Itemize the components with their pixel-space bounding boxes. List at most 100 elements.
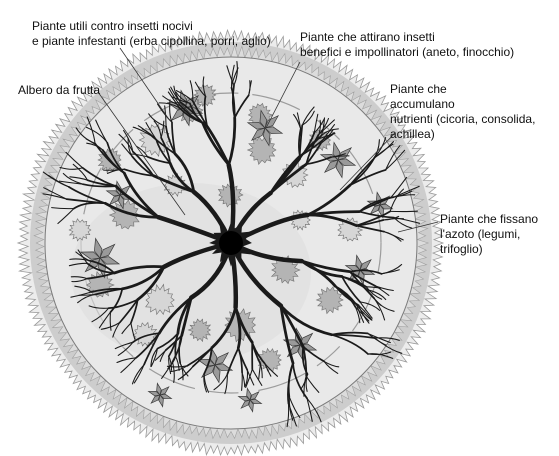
tree-branch <box>230 86 236 119</box>
tree-branch <box>305 156 332 166</box>
tree-branch <box>383 231 402 242</box>
tree-branch <box>75 127 96 144</box>
tree-branch <box>234 305 242 350</box>
tree-branch <box>306 397 322 423</box>
label-nutrient-accumulators: Piante che accumulano nutrienti (cicoria… <box>390 82 535 142</box>
tree-branch <box>203 346 213 375</box>
tree-branch <box>189 102 209 128</box>
label-attractor-plants: Piante che attirano insetti benefici e i… <box>300 30 514 60</box>
label-nitrogen-fixers-line-2: l'azoto (legumi, <box>440 227 521 241</box>
tree-branch <box>356 304 373 321</box>
tree-branch <box>148 113 167 128</box>
tree-branch <box>86 179 117 187</box>
tree-branch <box>349 158 374 186</box>
tree-branch <box>131 364 145 385</box>
tree-branch <box>169 99 173 123</box>
tree-branch <box>259 363 263 379</box>
tree-branch <box>94 288 124 296</box>
tree-branch <box>112 265 166 275</box>
tree-branch <box>213 373 228 391</box>
tree-branch <box>65 198 107 205</box>
tree-branch <box>301 110 315 126</box>
tree-branch <box>241 371 246 388</box>
tree-branch <box>155 138 171 164</box>
tree-branch <box>103 168 125 171</box>
tree-branch <box>72 163 89 181</box>
tree-branch <box>160 120 165 139</box>
tree-branch <box>67 186 107 205</box>
tree-branch <box>287 362 294 405</box>
tree-branch <box>158 102 180 109</box>
tree-branch <box>306 397 313 422</box>
label-nutrient-accumulators-line-3: nutrienti (cicoria, consolida, <box>390 112 536 126</box>
tree-branch <box>153 120 162 139</box>
tree-branch <box>118 298 139 324</box>
tree-branch <box>334 285 357 308</box>
tree-branch <box>355 219 385 227</box>
tree-branch <box>288 396 301 419</box>
label-repellent-plants: Piante utili contro insetti nocivi e pia… <box>32 19 271 49</box>
tree-branch <box>135 145 149 158</box>
tree-branch <box>159 349 167 363</box>
tree-branch <box>227 116 237 167</box>
tree-branch <box>202 76 207 97</box>
tree-branch <box>65 151 84 169</box>
tree-branch <box>175 91 191 104</box>
tree-branch <box>173 85 181 103</box>
tree-branch <box>237 347 249 371</box>
tree-branch <box>168 355 172 375</box>
tree-branch <box>180 296 193 337</box>
tree-branch <box>316 119 321 140</box>
tree-branch <box>288 396 294 421</box>
tree-branch <box>385 149 406 171</box>
tree-branch <box>69 258 90 262</box>
tree-branch <box>131 155 155 177</box>
label-nitrogen-fixers-line-3: trifoglio) <box>440 242 483 256</box>
tree-branch <box>300 259 337 288</box>
tree-branch <box>279 304 295 365</box>
tree-branch <box>59 166 84 170</box>
tree-branch <box>248 80 252 96</box>
tree-branch <box>292 362 308 400</box>
tree-branch <box>86 262 116 274</box>
tree-branch <box>112 321 121 338</box>
tree-branch <box>123 168 155 177</box>
tree-branch <box>109 311 112 331</box>
tree-branch <box>224 373 228 395</box>
label-nutrient-accumulators-line-2: accumulano <box>390 97 455 111</box>
fuzzy-plant <box>256 347 282 373</box>
tree-branch <box>367 351 392 356</box>
tree-branch <box>367 332 387 346</box>
leader-line <box>119 47 169 119</box>
tree-branch <box>385 145 401 171</box>
tree-branch <box>354 306 370 322</box>
tree-branch <box>226 347 240 375</box>
tree-branch <box>192 346 213 368</box>
tree-branch <box>389 188 405 212</box>
tree-branch <box>359 301 373 319</box>
fuzzy-plant <box>187 318 212 343</box>
tree-branch <box>393 217 413 229</box>
fuzzy-plant <box>108 198 140 230</box>
tree-branch <box>348 269 383 275</box>
tree-branch <box>251 341 262 365</box>
tree-branch <box>358 210 395 219</box>
tree-branch <box>358 196 395 213</box>
tree-branch <box>42 193 68 200</box>
tree-branch <box>86 142 104 151</box>
tree-branch <box>354 306 361 324</box>
tree-branch <box>69 176 89 181</box>
tree-branch <box>133 364 145 384</box>
tree-branch <box>109 288 124 313</box>
tree-branch <box>365 286 382 289</box>
tree-branch <box>150 348 158 368</box>
tree-branch <box>95 119 108 144</box>
tree-branch <box>191 100 209 128</box>
tree-branch <box>173 152 196 194</box>
label-attractor-plants-line-2: benefici e impollinatori (aneto, finocch… <box>300 45 515 59</box>
tree-branch <box>132 126 153 137</box>
tree-branch <box>117 341 134 356</box>
tree-branch <box>330 331 369 336</box>
tree-branch <box>264 362 272 377</box>
